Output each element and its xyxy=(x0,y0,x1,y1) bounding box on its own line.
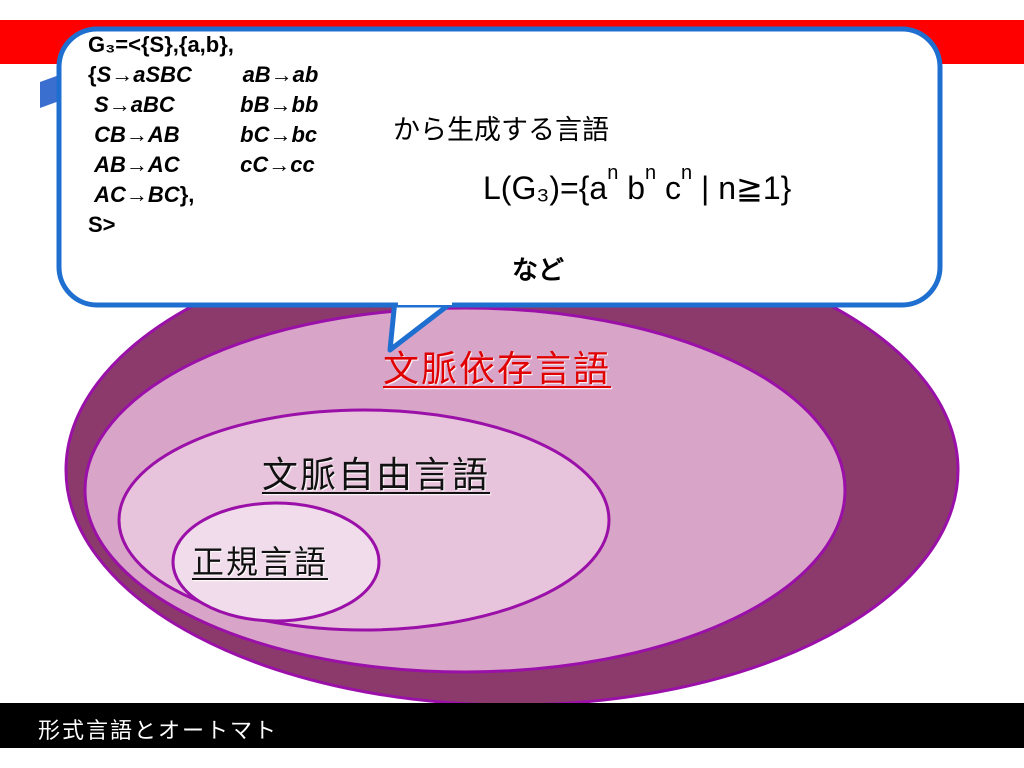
exponent-b: n xyxy=(645,162,657,184)
grammar-definition: G₃=<{S},{a,b}, {S→aSBC aB→ab S→aBC bB→bb C… xyxy=(88,30,318,240)
context-sensitive-label: 文脈依存言語 xyxy=(383,349,612,390)
footer-bar: 形式言語とオートマト xyxy=(0,703,1024,748)
grammar-rule-row-2: S→aBC bB→bb xyxy=(88,90,318,120)
close-brace: }, xyxy=(179,182,195,207)
language-suffix: | n≧1} xyxy=(692,170,792,206)
regular-label: 正規言語 xyxy=(192,543,329,581)
grammar-rule-row-1: {S→aSBC aB→ab xyxy=(88,60,318,90)
start-symbol: S> xyxy=(88,212,116,237)
grammar-rule-row-3: CB→AB bC→bc xyxy=(88,120,318,150)
language-prefix: L(G₃)={a xyxy=(483,170,608,206)
grammar-rule: CB→AB xyxy=(94,122,180,147)
etc-text: など xyxy=(512,256,565,286)
grammar-rule: bC→bc xyxy=(240,122,318,147)
grammar-header-text: G₃=<{S},{a,b}, xyxy=(88,32,234,57)
open-brace: { xyxy=(88,62,97,87)
grammar-rule: cC→cc xyxy=(240,152,315,177)
footer-title: 形式言語とオートマト xyxy=(38,719,279,744)
grammar-rule-row-5: AC→BC}, xyxy=(88,180,318,210)
context-free-label: 文脈自由言語 xyxy=(262,455,491,496)
callout-tail-join xyxy=(398,296,452,305)
regular-region xyxy=(171,501,381,623)
generates-text: から生成する言語 xyxy=(393,115,609,146)
exponent-c: n xyxy=(681,162,693,184)
callout-body xyxy=(56,26,943,308)
grammar-rule: bB→bb xyxy=(240,92,319,117)
grammar-rule: AB→AC xyxy=(94,152,180,177)
grammar-rule: S→aSBC xyxy=(96,62,192,87)
start-symbol-row: S> xyxy=(88,210,318,240)
grammar-rule: aB→ab xyxy=(242,62,319,87)
exponent-a: n xyxy=(607,162,619,184)
grammar-rule: S→aBC xyxy=(94,92,175,117)
language-c: c xyxy=(656,170,682,206)
language-definition: L(G₃)={an bn cn | n≧1} xyxy=(483,162,791,207)
grammar-rule-row-4: AB→AC cC→cc xyxy=(88,150,318,180)
grammar-rule: AC→BC xyxy=(94,182,180,207)
language-b: b xyxy=(618,170,646,206)
grammar-header: G₃=<{S},{a,b}, xyxy=(88,30,318,60)
